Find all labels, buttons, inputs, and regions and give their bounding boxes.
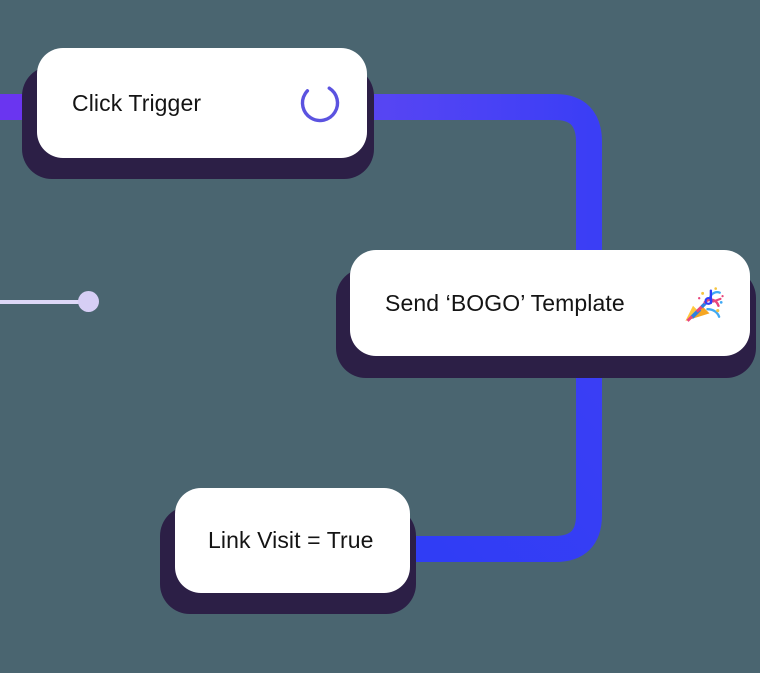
- party-popper-icon: [685, 287, 724, 322]
- node-click-trigger[interactable]: Click Trigger: [37, 48, 367, 158]
- node-send-bogo-accessory: [682, 281, 726, 325]
- endpoint-connector-line: [0, 300, 84, 304]
- node-click-trigger-accessory: [299, 82, 341, 124]
- node-link-visit[interactable]: Link Visit = True: [175, 488, 410, 593]
- loading-spinner-icon: [300, 83, 340, 123]
- endpoint-dot-handle[interactable]: [78, 291, 99, 312]
- connector-click-trigger-to-send-bogo: [352, 94, 602, 268]
- node-link-visit-label: Link Visit = True: [208, 527, 374, 553]
- node-send-bogo[interactable]: Send ‘BOGO’ Template: [350, 250, 750, 356]
- node-click-trigger-label: Click Trigger: [72, 89, 202, 116]
- node-send-bogo-label: Send ‘BOGO’ Template: [385, 289, 625, 316]
